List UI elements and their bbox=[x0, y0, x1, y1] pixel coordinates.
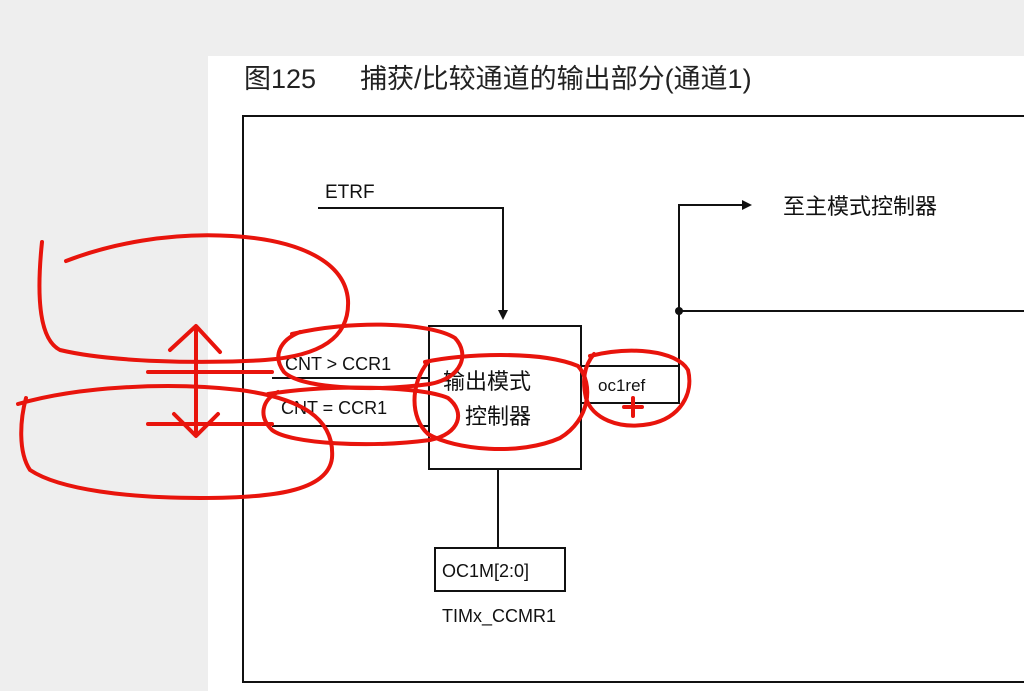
oc1ref-circle-mark bbox=[582, 348, 692, 428]
junction-dot bbox=[675, 307, 683, 315]
oc1ref-box bbox=[580, 365, 680, 404]
cnt-gt-circle-mark bbox=[276, 322, 465, 390]
double-arrow-mark bbox=[146, 324, 274, 438]
cnt-eq-ccr1-label: CNT = CCR1 bbox=[281, 398, 387, 418]
red-annotations bbox=[16, 233, 692, 500]
lower-left-loop-mark bbox=[16, 384, 335, 500]
upper-left-loop-mark bbox=[37, 233, 351, 364]
controller-label-line2: 控制器 bbox=[465, 405, 531, 430]
figure-caption: 图125 捕获/比较通道的输出部分(通道1) bbox=[244, 62, 752, 96]
figure-frame bbox=[242, 115, 1024, 683]
controller-label-line1: 输出模式 bbox=[443, 370, 531, 395]
controller-circle-mark bbox=[412, 353, 590, 452]
to-master-mode-label: 至主模式控制器 bbox=[783, 195, 937, 220]
oc1m-box bbox=[434, 547, 566, 592]
etrf-label: ETRF bbox=[325, 182, 375, 203]
master-mode-line bbox=[678, 200, 752, 366]
etrf-line bbox=[318, 207, 508, 320]
oc1ref-label: oc1ref bbox=[598, 376, 646, 395]
document-page bbox=[208, 56, 1024, 691]
plus-sign-mark bbox=[622, 396, 644, 418]
oc1m-label: OC1M[2:0] bbox=[442, 561, 529, 581]
timx-ccmr1-label: TIMx_CCMR1 bbox=[442, 606, 556, 627]
cnt-eq-circle-mark bbox=[261, 385, 460, 447]
figure-number: 图125 bbox=[244, 64, 317, 94]
figure-title: 捕获/比较通道的输出部分(通道1) bbox=[360, 64, 752, 94]
cnt-gt-ccr1-label: CNT > CCR1 bbox=[285, 354, 391, 374]
